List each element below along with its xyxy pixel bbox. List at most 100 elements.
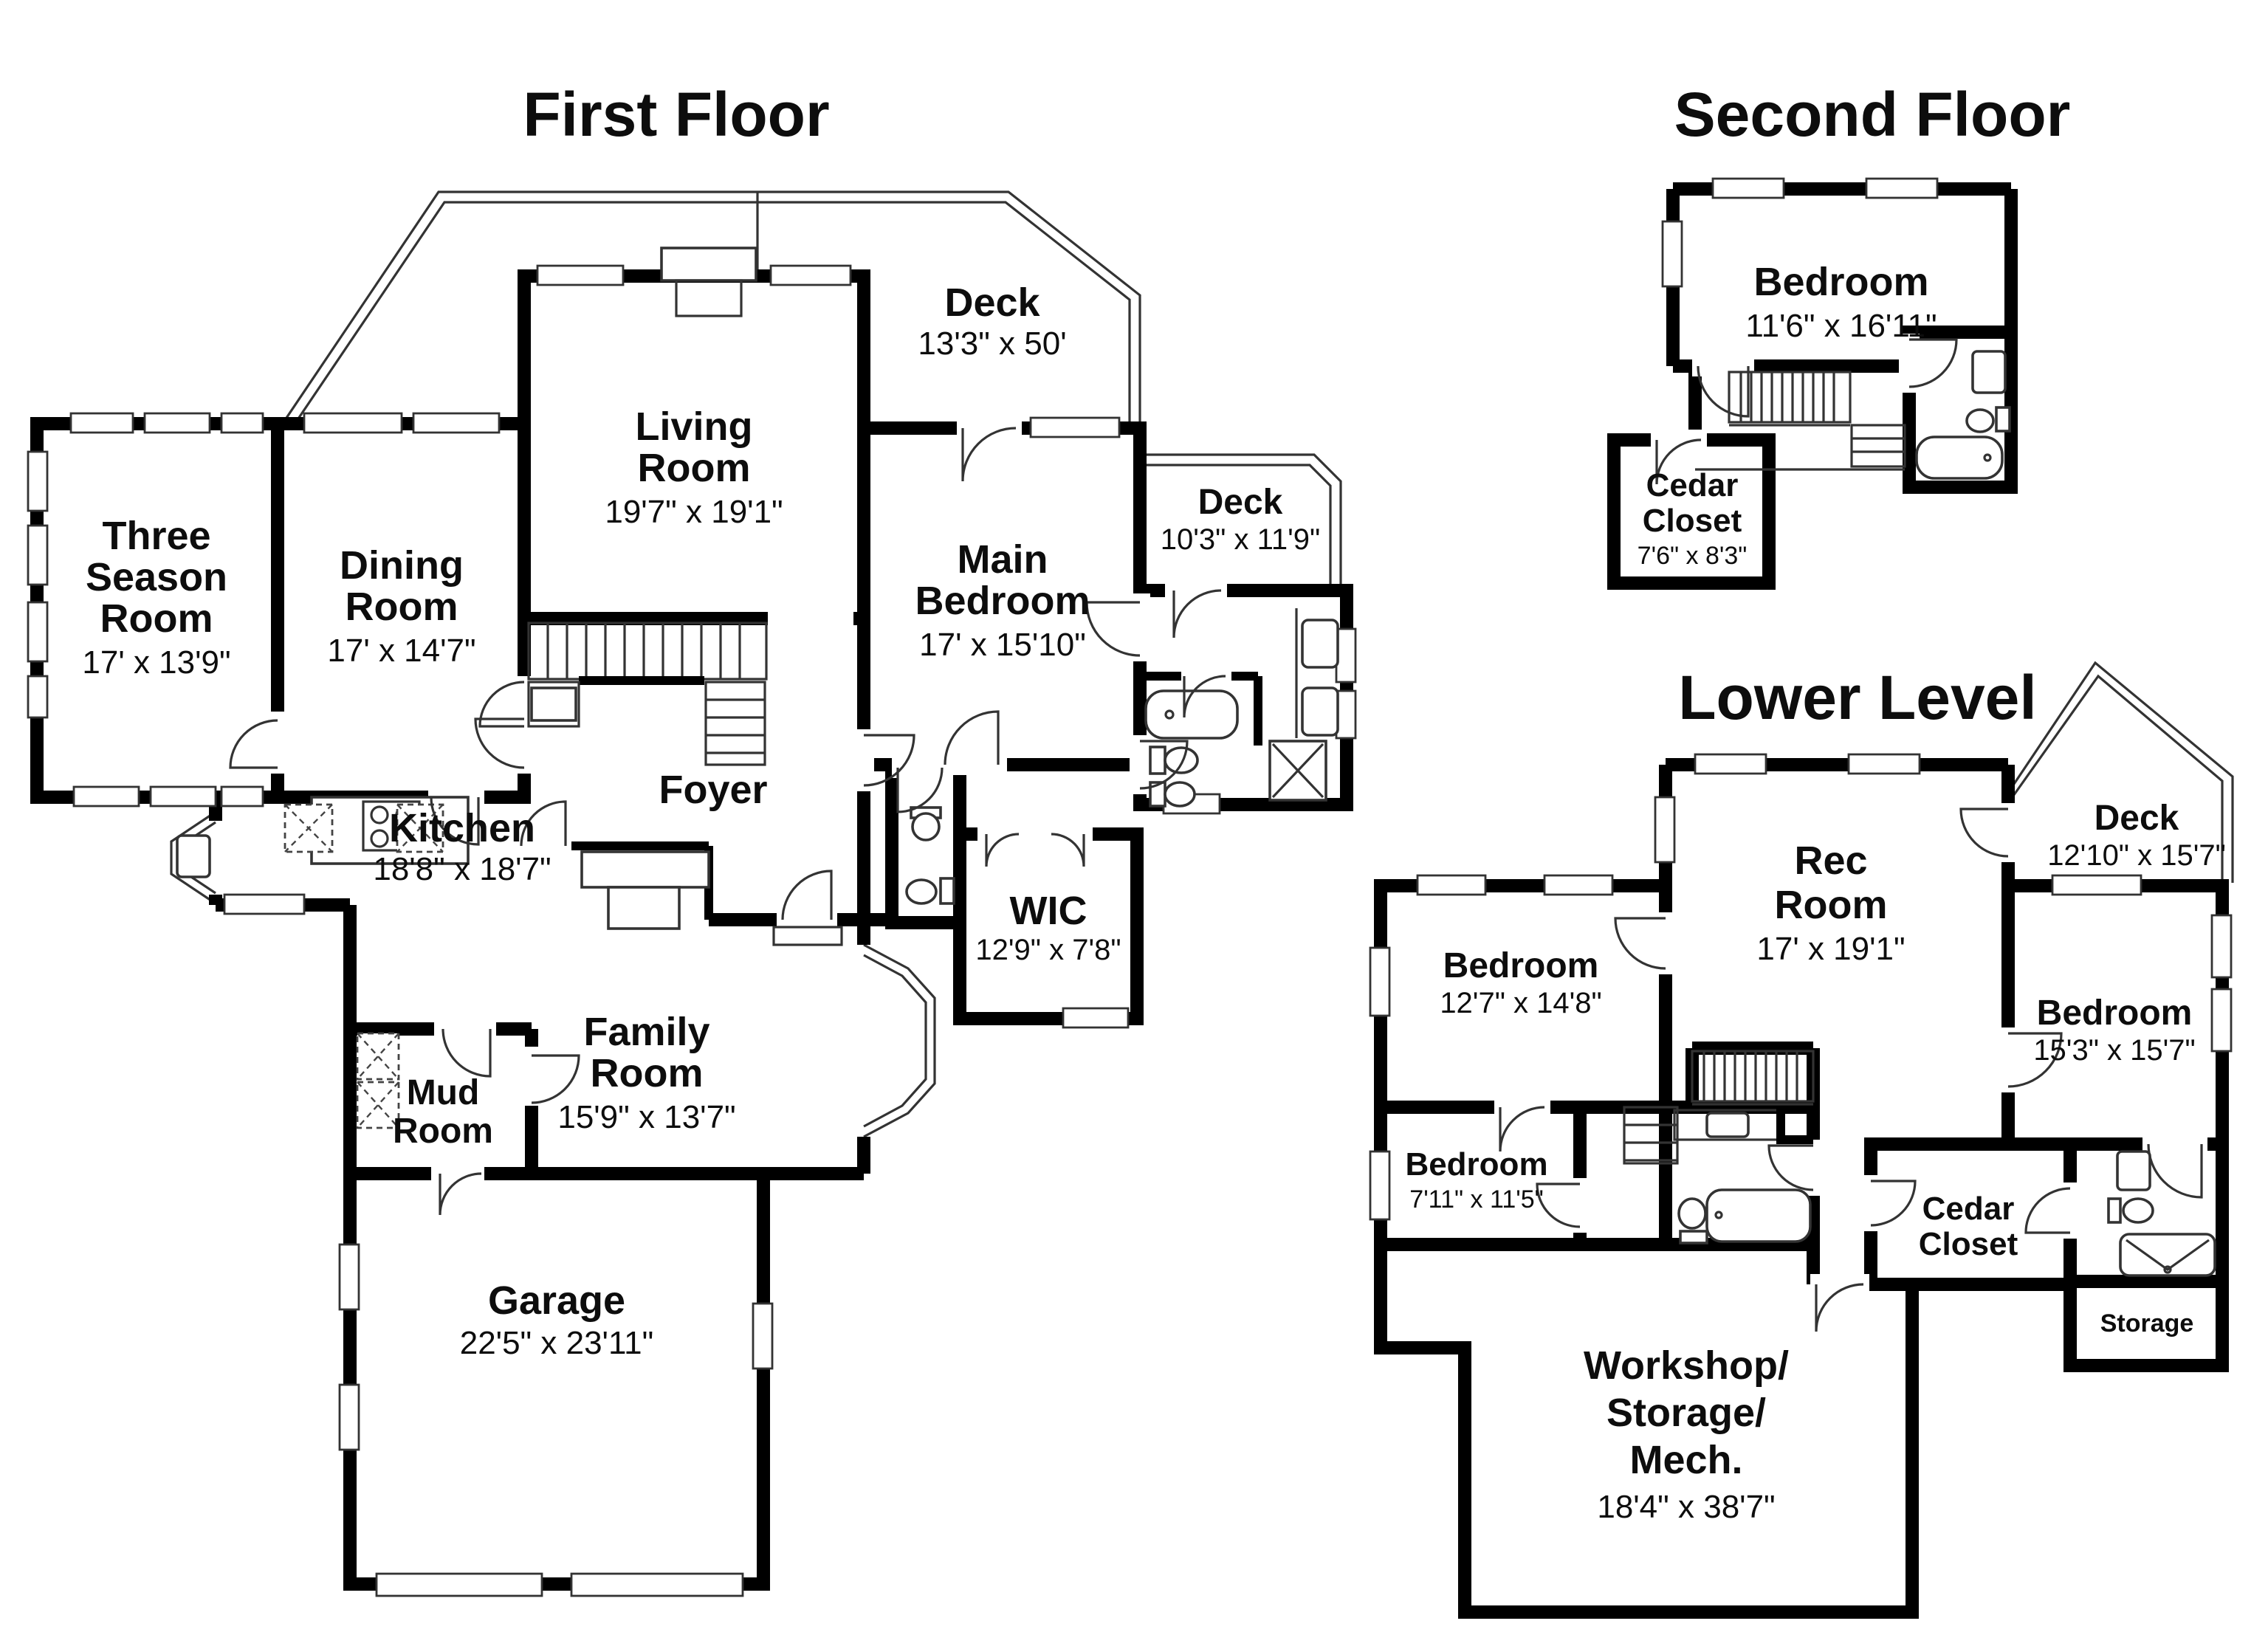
lower-level-plan: Lower Level bbox=[1369, 661, 2234, 1619]
window bbox=[27, 675, 49, 719]
room-storage bbox=[2063, 1275, 2229, 1372]
window bbox=[338, 1243, 360, 1311]
window bbox=[149, 785, 217, 808]
room-label-kitchen: Kitchen bbox=[389, 806, 535, 850]
first-floor-plan: First Floor bbox=[27, 80, 1357, 1597]
bidet bbox=[1164, 781, 1196, 808]
room-dims-cedar-2f: 7'6" x 8'3" bbox=[1638, 542, 1748, 570]
sink bbox=[2116, 1150, 2151, 1191]
first-floor-doors bbox=[229, 427, 1226, 1216]
door bbox=[1767, 1144, 1814, 1191]
door bbox=[474, 717, 525, 769]
door bbox=[961, 427, 1017, 482]
door bbox=[2147, 1143, 2203, 1199]
room-label-bedroom-2f: Bedroom bbox=[1753, 260, 1928, 304]
window bbox=[2210, 914, 2233, 979]
room-dims-workshop: 18'4" x 38'7" bbox=[1597, 1489, 1775, 1525]
room-label-workshop: Workshop/ bbox=[1584, 1343, 1789, 1388]
room-label-main-bedroom: Main bbox=[957, 537, 1048, 582]
door bbox=[439, 1172, 482, 1216]
room-label-cedar-ll: Cedar bbox=[1922, 1191, 2015, 1227]
door bbox=[531, 1054, 580, 1104]
window bbox=[1029, 416, 1121, 438]
room-label-dining: Room bbox=[346, 585, 458, 629]
fireplace bbox=[660, 247, 757, 317]
room-dims-garage: 22'5" x 23'11" bbox=[460, 1325, 654, 1361]
room-label-wic: WIC bbox=[1010, 889, 1087, 933]
front-stoop bbox=[772, 926, 843, 946]
room-label-cedar-2f: Cedar bbox=[1646, 467, 1739, 503]
door bbox=[1870, 1180, 1917, 1227]
window bbox=[412, 412, 501, 434]
door bbox=[229, 719, 278, 769]
door bbox=[1959, 808, 2009, 858]
window bbox=[220, 785, 264, 808]
room-dims-bedroom-left: 12'7" x 14'8" bbox=[1440, 987, 1601, 1019]
room-label-rec: Rec bbox=[1794, 839, 1867, 883]
second-floor-doors bbox=[1655, 338, 1958, 485]
door bbox=[2024, 1187, 2071, 1234]
window bbox=[1847, 753, 1921, 775]
window bbox=[223, 893, 306, 915]
pantry-cabinet bbox=[284, 803, 444, 853]
room-label-rec: Room bbox=[1775, 883, 1888, 927]
door bbox=[1183, 675, 1226, 718]
bathtub bbox=[1144, 689, 1239, 740]
window bbox=[27, 450, 49, 512]
window bbox=[1654, 796, 1676, 864]
toilet bbox=[1164, 746, 1199, 774]
door bbox=[1697, 365, 1750, 418]
window bbox=[220, 412, 264, 434]
window bbox=[2051, 874, 2142, 896]
staircase bbox=[527, 622, 768, 766]
room-label-storage: Storage bbox=[2100, 1309, 2194, 1338]
window bbox=[1369, 1150, 1391, 1221]
bath-ll-fixtures bbox=[1673, 1107, 1813, 1245]
first-floor-title: First Floor bbox=[523, 80, 829, 149]
room-dims-dining: 17' x 14'7" bbox=[327, 633, 475, 669]
window bbox=[1694, 753, 1767, 775]
door bbox=[2007, 1032, 2063, 1088]
sink bbox=[911, 812, 941, 841]
sink bbox=[1705, 1112, 1750, 1138]
lower-level-title: Lower Level bbox=[1678, 663, 2037, 732]
window bbox=[752, 1302, 774, 1370]
room-label-deck-top: Deck bbox=[944, 280, 1040, 325]
door bbox=[1655, 438, 1702, 485]
room-dims-family: 15'9" x 13'7" bbox=[557, 1099, 735, 1135]
window bbox=[72, 785, 140, 808]
room-label-main-bedroom: Bedroom bbox=[915, 579, 1090, 623]
window bbox=[1661, 220, 1683, 288]
room-label-deck-right: Deck bbox=[1198, 483, 1283, 522]
staircase bbox=[1695, 371, 1906, 471]
window-seat bbox=[530, 686, 577, 722]
second-floor-title: Second Floor bbox=[1674, 80, 2071, 149]
window bbox=[1543, 874, 1614, 896]
room-label-cedar-2f: Closet bbox=[1643, 503, 1742, 539]
door bbox=[430, 796, 480, 846]
window bbox=[27, 601, 49, 663]
room-dims-deck-top: 13'3" x 50' bbox=[918, 326, 1066, 362]
window bbox=[27, 524, 49, 586]
toilet bbox=[1679, 1230, 1708, 1245]
door bbox=[863, 734, 915, 787]
toilet bbox=[939, 877, 955, 905]
bathtub bbox=[1915, 436, 2004, 480]
room-label-three-season: Three bbox=[102, 514, 210, 558]
room-label-foyer: Foyer bbox=[659, 768, 767, 812]
window bbox=[1865, 177, 1939, 199]
door bbox=[478, 681, 525, 728]
room-label-three-season: Room bbox=[100, 596, 213, 641]
toilet bbox=[1995, 406, 2011, 433]
toilet bbox=[1677, 1197, 1707, 1230]
toilet bbox=[2107, 1197, 2122, 1224]
room-dims-wic: 12'9" x 7'8" bbox=[975, 934, 1121, 966]
deck-outline bbox=[1140, 453, 1342, 588]
room-label-living: Living bbox=[636, 404, 753, 449]
toilet bbox=[1965, 408, 1995, 433]
room-label-cedar-ll: Closet bbox=[1919, 1226, 2018, 1262]
door bbox=[441, 1028, 492, 1078]
window bbox=[1416, 874, 1487, 896]
window bbox=[143, 412, 211, 434]
door bbox=[985, 833, 1020, 867]
